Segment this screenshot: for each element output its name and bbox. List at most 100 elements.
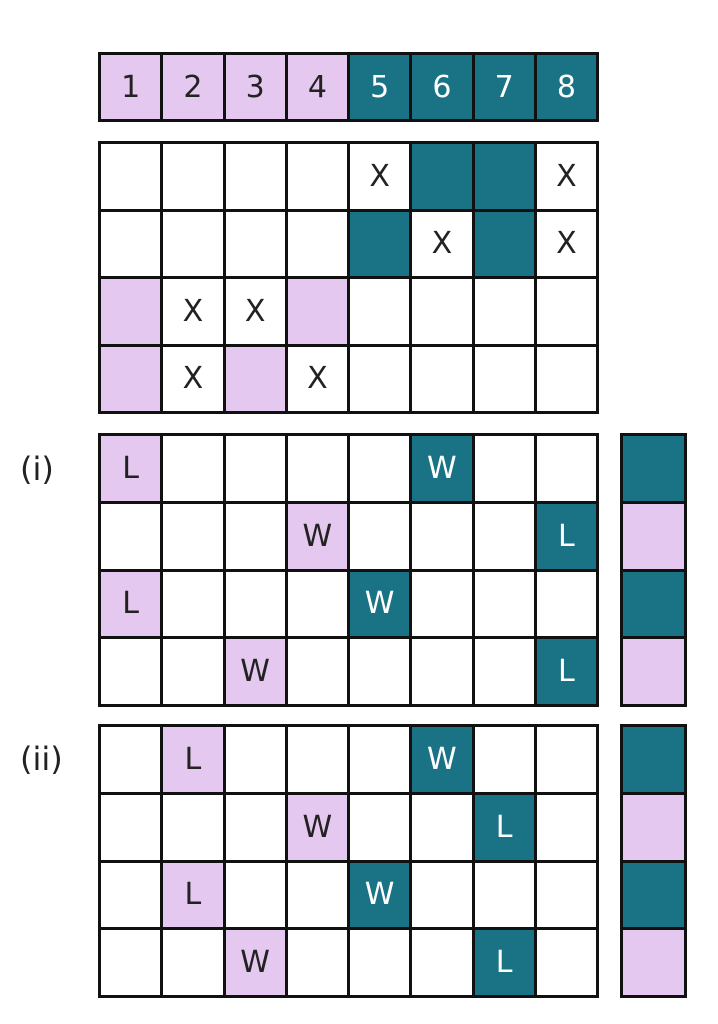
- grid-cell: [163, 211, 223, 276]
- grid-cell: L: [536, 503, 596, 569]
- grid-cell: X: [287, 346, 347, 411]
- grid-cell: [287, 862, 347, 928]
- grid-cell: W: [350, 571, 410, 637]
- grid-cell: [101, 639, 161, 704]
- grid-cell: [287, 279, 347, 344]
- grid-cell: X: [163, 346, 223, 411]
- grid-cell: W: [412, 727, 472, 792]
- grid-cell: [350, 436, 410, 501]
- side-cell: [623, 571, 684, 637]
- grid-cell: L: [163, 862, 223, 928]
- side-column-ii: [620, 724, 687, 998]
- header-cell: 8: [536, 55, 596, 119]
- grid-cell: [536, 727, 596, 792]
- grid-cell: [350, 727, 410, 792]
- grid-cell: [101, 862, 161, 928]
- grid-cell: L: [101, 571, 161, 637]
- grid-cell: [474, 211, 534, 276]
- header-cell: 5: [350, 55, 410, 119]
- header-cell: 6: [412, 55, 472, 119]
- side-column-i: [620, 433, 687, 707]
- grid-cell: X: [412, 211, 472, 276]
- grid-cell: [474, 639, 534, 704]
- grid-cell: [536, 436, 596, 501]
- label-ii: (ii): [20, 740, 63, 778]
- grid-cell: [287, 436, 347, 501]
- grid-cell: [350, 930, 410, 995]
- grid-cell: L: [101, 436, 161, 501]
- grid-cell: [225, 571, 285, 637]
- side-cell: [623, 930, 684, 995]
- grid-cell: X: [225, 279, 285, 344]
- grid-cell: [536, 862, 596, 928]
- side-cell: [623, 727, 684, 792]
- side-cell: [623, 436, 684, 501]
- grid-cell: X: [536, 211, 596, 276]
- grid-cell: [225, 211, 285, 276]
- side-cell: [623, 503, 684, 569]
- grid-cell: [101, 211, 161, 276]
- grid-cell: [474, 346, 534, 411]
- grid-cell: [474, 727, 534, 792]
- label-i: (i): [20, 450, 54, 488]
- grid-cell: [225, 346, 285, 411]
- grid-cell: [163, 930, 223, 995]
- grid-cell: [101, 727, 161, 792]
- header-cell: 3: [225, 55, 285, 119]
- grid-cell: [163, 144, 223, 209]
- grid-cell: L: [163, 727, 223, 792]
- grid-cell: [225, 144, 285, 209]
- grid-cell: L: [536, 639, 596, 704]
- grid-cell: [536, 346, 596, 411]
- grid-cell: [287, 211, 347, 276]
- grid-cell: [163, 571, 223, 637]
- header-cell: 2: [163, 55, 223, 119]
- side-cell: [623, 794, 684, 860]
- grid-cell: [163, 503, 223, 569]
- grid-cell: [101, 144, 161, 209]
- side-cell: [623, 862, 684, 928]
- grid-cell: X: [163, 279, 223, 344]
- grid-cell: [287, 144, 347, 209]
- grid-cell: [474, 144, 534, 209]
- grid-cell: [101, 930, 161, 995]
- grid-cell: [101, 503, 161, 569]
- grid-cell: [536, 930, 596, 995]
- grid-cell: [350, 211, 410, 276]
- grid-cell: [412, 144, 472, 209]
- grid-cell: [225, 436, 285, 501]
- grid-cell: [536, 279, 596, 344]
- grid-cell: W: [287, 503, 347, 569]
- grid-cell: [350, 346, 410, 411]
- grid-cell: [225, 727, 285, 792]
- grid-cell: [412, 930, 472, 995]
- grid-cell: [101, 279, 161, 344]
- grid-cell: L: [474, 930, 534, 995]
- header-cell: 1: [101, 55, 161, 119]
- header-cell: 4: [287, 55, 347, 119]
- grid-cell: [350, 639, 410, 704]
- grid-cell: [163, 436, 223, 501]
- grid-cell: [412, 571, 472, 637]
- grid-cell: W: [412, 436, 472, 501]
- grid-cell: [474, 571, 534, 637]
- grid-cell: [163, 794, 223, 860]
- grid-cell: [536, 794, 596, 860]
- grid-cell: [536, 571, 596, 637]
- grid-cell: [287, 571, 347, 637]
- grid-cell: W: [350, 862, 410, 928]
- grid-cell: [474, 862, 534, 928]
- grid-cell: [225, 862, 285, 928]
- grid-cell: [412, 794, 472, 860]
- grid-cell: [101, 346, 161, 411]
- header-cell: 7: [474, 55, 534, 119]
- grid-cell: [287, 727, 347, 792]
- side-cell: [623, 639, 684, 704]
- grid-cell: [474, 279, 534, 344]
- grid-cell: [412, 279, 472, 344]
- grid-cell: W: [287, 794, 347, 860]
